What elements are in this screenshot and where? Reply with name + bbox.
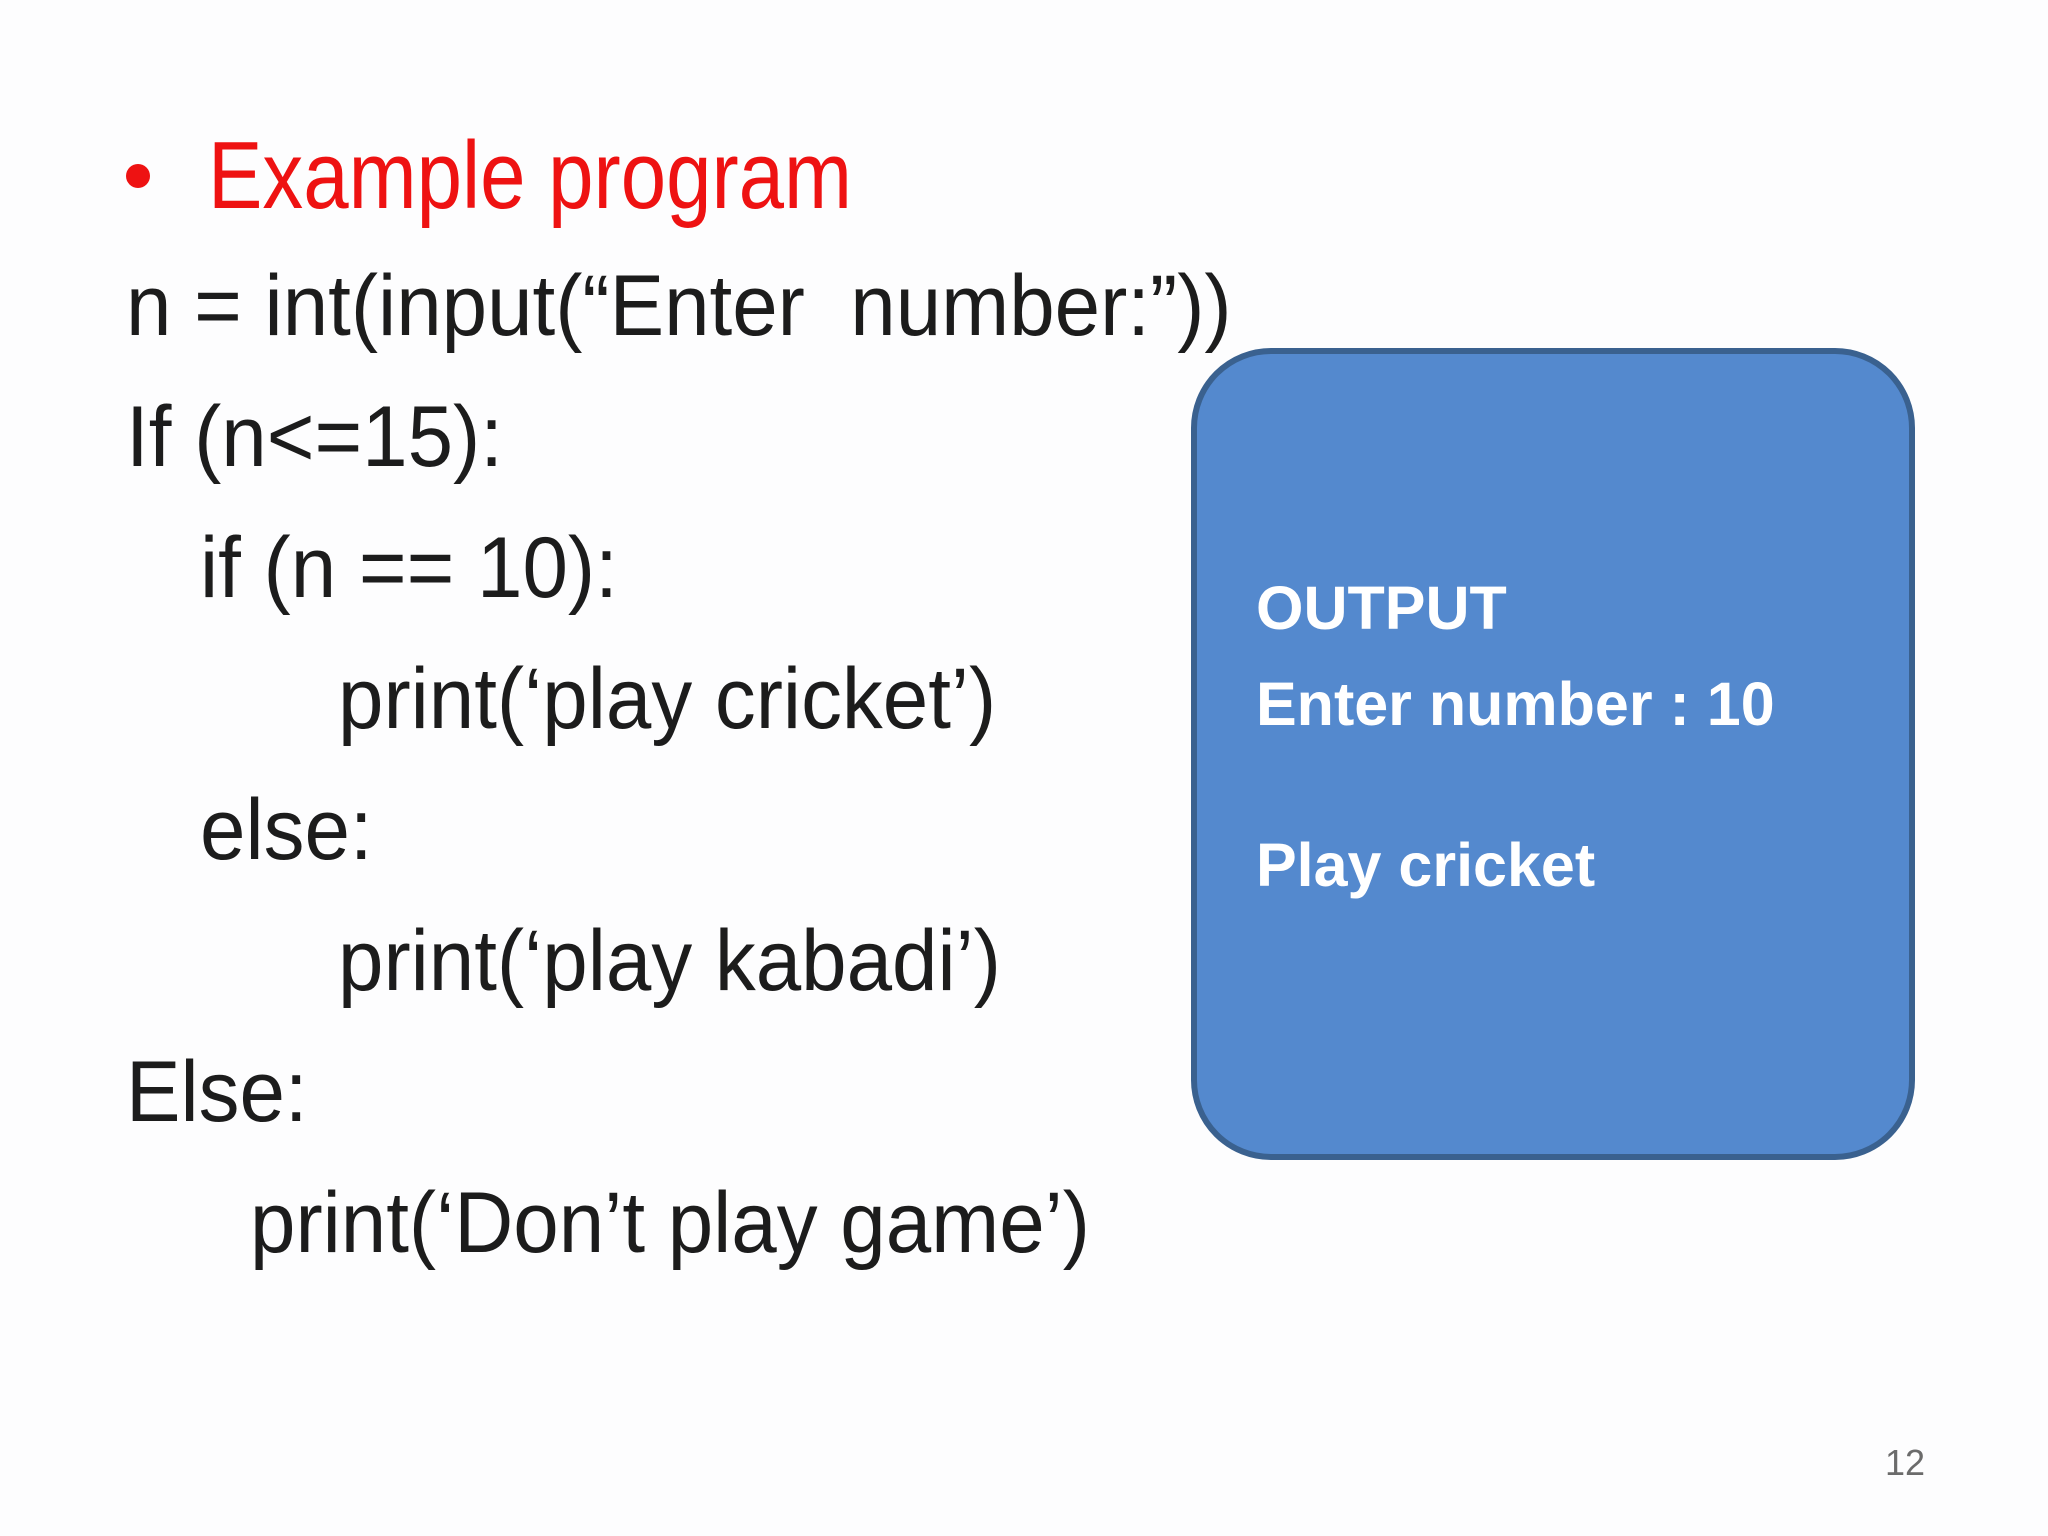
code-line-outer-if: If (n<=15): — [126, 389, 503, 485]
code-line-inner-else: else: — [200, 782, 373, 878]
page-number: 12 — [1885, 1442, 1926, 1483]
output-blank-line — [1256, 752, 1889, 817]
bullet-icon — [126, 163, 150, 188]
code-line-inner-if: if (n == 10): — [200, 520, 618, 616]
page-title: Example program — [208, 122, 852, 229]
code-line-print-dont-play: print(‘Don’t play game’) — [250, 1175, 1091, 1271]
output-box-title: OUTPUT — [1256, 574, 1507, 642]
code-line-input: n = int(input(“Enter number:”)) — [126, 258, 1232, 354]
slide-body-text: Example program n = int(input(“Enter num… — [126, 110, 1426, 1289]
output-line-play-cricket: Play cricket — [1256, 831, 1596, 899]
code-line-print-kabadi: print(‘play kabadi’) — [338, 913, 1001, 1009]
output-box: OUTPUT Enter number : 10 Play cricket — [1191, 348, 1915, 1160]
output-line-enter-number: Enter number : 10 — [1256, 670, 1775, 738]
code-block: n = int(input(“Enter number:”)) If (n<=1… — [126, 241, 1426, 1289]
title-row: Example program — [126, 110, 1426, 241]
code-line-outer-else: Else: — [126, 1044, 308, 1140]
code-line-print-cricket: print(‘play cricket’) — [338, 651, 997, 747]
